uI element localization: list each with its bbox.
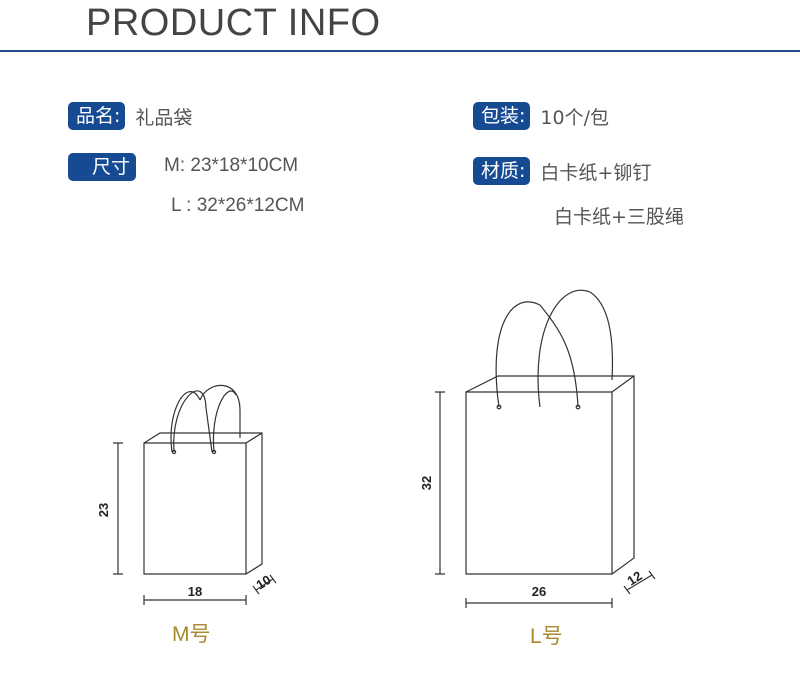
name-value: 礼品袋 bbox=[135, 106, 193, 129]
bag-l-drawing bbox=[435, 289, 656, 608]
size-label-badge: 尺寸 bbox=[68, 153, 137, 181]
name-label-badge: 品名: bbox=[68, 102, 126, 130]
bag-m-drawing bbox=[113, 384, 277, 605]
spec-size-row: 尺寸 bbox=[68, 153, 137, 181]
bag-m-height-label: 23 bbox=[96, 503, 111, 517]
bag-l-depth-label: 12 bbox=[624, 568, 644, 588]
material-value-2: 白卡纸+三股绳 bbox=[554, 206, 684, 228]
pack-label-badge: 包装: bbox=[473, 102, 531, 130]
bag-m-width-label: 18 bbox=[188, 584, 202, 599]
page-title: PRODUCT INFO bbox=[86, 2, 381, 44]
pack-value: 10个/包 bbox=[540, 106, 609, 129]
spec-name-row: 品名: 礼品袋 bbox=[68, 102, 192, 130]
material-label-badge: 材质: bbox=[473, 157, 531, 185]
size-m-value: M: 23*18*10CM bbox=[164, 155, 299, 176]
bag-m-caption: M号 bbox=[172, 623, 211, 646]
spec-material-row: 材质: 白卡纸+铆钉 bbox=[473, 157, 651, 185]
header-divider bbox=[0, 50, 800, 52]
bag-l-height-label: 32 bbox=[419, 476, 434, 490]
material-value-1: 白卡纸+铆钉 bbox=[540, 161, 652, 184]
spec-pack-row: 包装: 10个/包 bbox=[473, 102, 609, 130]
size-l-value: L : 32*26*12CM bbox=[171, 195, 305, 216]
bag-l-width-label: 26 bbox=[532, 584, 546, 599]
bag-m-depth-label: 10 bbox=[253, 572, 273, 592]
bag-l-caption: L号 bbox=[530, 625, 563, 648]
